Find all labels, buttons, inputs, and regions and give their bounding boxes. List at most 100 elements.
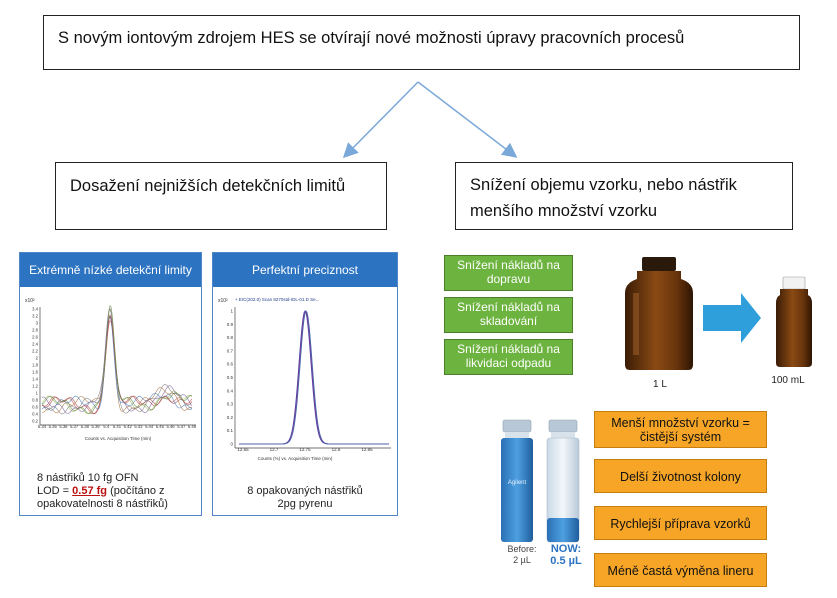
x-tick-label: 12.75 [299,447,311,452]
benefit-faster-prep: Rychlejší příprava vzorků [594,506,767,540]
y-tick-label: 0.6 [32,405,38,410]
vial-before-icon: Agilent [501,419,533,542]
x-axis-label: Counts (%) vs. Acquisition Time (min) [258,456,333,461]
vial-before-label: Before: 2 µL [500,544,544,566]
benefit-liner-change: Méně častá výměna lineru [594,553,767,587]
x-tick-label: 5.41 [113,424,122,429]
benefit-clean-system: Menší množství vzorku = čistější systém [594,411,767,448]
x-tick-label: 5.45 [156,424,165,429]
x-tick-label: 5.35 [49,424,58,429]
lod-suffix: (počítáno z [107,485,165,497]
benefit-column-life: Delší životnost kolony [594,459,767,493]
y-tick-label: 0.2 [227,415,234,420]
cost-item-transport: Snížení nákladů na dopravu [444,255,573,291]
y-tick-label: 2.2 [32,349,38,354]
y-tick-label: 1.4 [32,377,38,382]
x-tick-label: 5.38 [81,424,90,429]
x-axis-label: Counts vs. Acquisition Time (min) [85,436,152,441]
bottle-1l-icon [625,257,693,370]
arrow-to-right-heading [417,81,518,158]
x-tick-label: 5.42 [124,424,133,429]
replicate-trace [41,314,193,415]
replicate-trace [239,310,389,445]
chart-scale-label: x10² [218,298,228,304]
right-heading-line2: menšího množství vzorku [470,202,658,220]
x-tick-label: 5.36 [59,424,68,429]
x-tick-label: 5.39 [91,424,100,429]
benefit-line1: Menší množství vzorku = [611,416,750,430]
left-heading: Dosažení nejnižších detekčních limitů [55,162,387,230]
y-tick-label: 1 [36,391,39,396]
y-tick-label: 0.7 [227,348,234,353]
x-tick-label: 12.85 [361,447,373,452]
right-arrow-icon [703,293,761,343]
vial-before-line2: 2 µL [513,555,531,565]
caption-line: 2pg pyrenu [277,498,333,510]
y-tick-label: 1.6 [32,370,38,375]
replicate-trace [239,310,389,445]
bottles-illustration [625,257,812,370]
x-tick-label: 5.43 [134,424,143,429]
lod-value: 0.57 fg [72,485,108,497]
precision-panel: Perfektní preciznost x10² + EIC(202.0) S… [212,252,398,516]
y-tick-label: 1.2 [32,384,38,389]
caption-lod-line: LOD = 0.57 fg (počítáno z [37,485,168,498]
y-tick-label: 1.8 [32,363,38,368]
right-heading: Snížení objemu vzorku, nebo nástřik menš… [455,162,793,230]
chromatogram-chart-2: x10² + EIC(202.0) Scan 8270std-IDL-01.D … [218,297,391,461]
vial-now-icon [546,419,580,543]
vial-before-line1: Before: [507,544,537,554]
y-tick-label: 0.9 [227,322,234,327]
x-tick-label: 5.46 [166,424,175,429]
y-tick-label: 3.4 [32,307,38,312]
caption-line: 8 opakovaných nástřiků [247,485,363,497]
y-tick-label: 0.8 [32,398,38,403]
vial-now-label: NOW: 0.5 µL [543,543,589,567]
y-tick-label: 2.6 [32,335,38,340]
y-tick-label: 2.8 [32,328,38,333]
arrow-to-left-heading [342,81,419,159]
right-heading-line1: Snížení objemu vzorku, nebo nástřik [470,176,737,194]
x-tick-label: 5.37 [70,424,79,429]
y-tick-label: 0 [230,442,233,447]
x-tick-label: 5.4 [103,424,109,429]
x-tick-label: 12.8 [332,447,341,452]
vial-now-line2: 0.5 µL [550,555,582,567]
vial-now-line1: NOW: [550,543,582,555]
detection-limit-panel: Extrémně nízké detekční limity x10² 3.4 3… [19,252,202,516]
replicate-trace [239,310,389,445]
chart-scale-label: x10² [25,298,35,304]
lod-prefix: LOD = [37,485,73,497]
y-tick-label: 0.4 [227,388,234,393]
page-title: S novým iontovým zdrojem HES se otvírají… [43,15,800,70]
y-tick-label: 3.2 [32,314,38,319]
cost-item-storage: Snížení nákladů na skladování [444,297,573,333]
replicate-trace [41,315,193,414]
x-tick-label: 12.65 [237,447,249,452]
y-tick-label: 0.4 [32,412,38,417]
cost-item-waste: Snížení nákladů na likvidaci odpadu [444,339,573,375]
panel-title: Extrémně nízké detekční limity [20,253,201,287]
caption-line: opakovatelnosti 8 nástřiků) [37,498,168,510]
panel-title: Perfektní preciznost [213,253,397,287]
replicate-trace [239,310,389,445]
y-tick-label: 0.5 [227,375,234,380]
bottle-100ml-icon [776,276,812,367]
y-tick-label: 0.6 [227,362,234,367]
caption-line: 8 nástřiků 10 fg OFN [37,472,139,484]
vials-illustration: Agilent [501,419,580,543]
y-tick-label: 1 [230,309,233,314]
bottle-1l-label: 1 L [653,379,667,390]
y-tick-label: 3 [36,321,39,326]
x-tick-label: 5.34 [38,424,47,429]
y-tick-label: 0.8 [227,335,234,340]
y-tick-label: 0.3 [227,402,234,407]
chart-legend: + EIC(202.0) Scan 8270std-IDL-01.D Se... [235,297,319,302]
y-tick-label: 0.1 [227,428,234,433]
panel2-caption: 8 opakovaných nástřiků 2pg pyrenu [213,485,397,511]
y-tick-label: 2.4 [32,342,38,347]
chromatogram-chart-1: x10² 3.43.232.82.62.42.221.81.61.41.210.… [25,298,197,441]
x-tick-label: 12.7 [270,447,279,452]
bottle-100ml-label: 100 mL [771,375,805,386]
